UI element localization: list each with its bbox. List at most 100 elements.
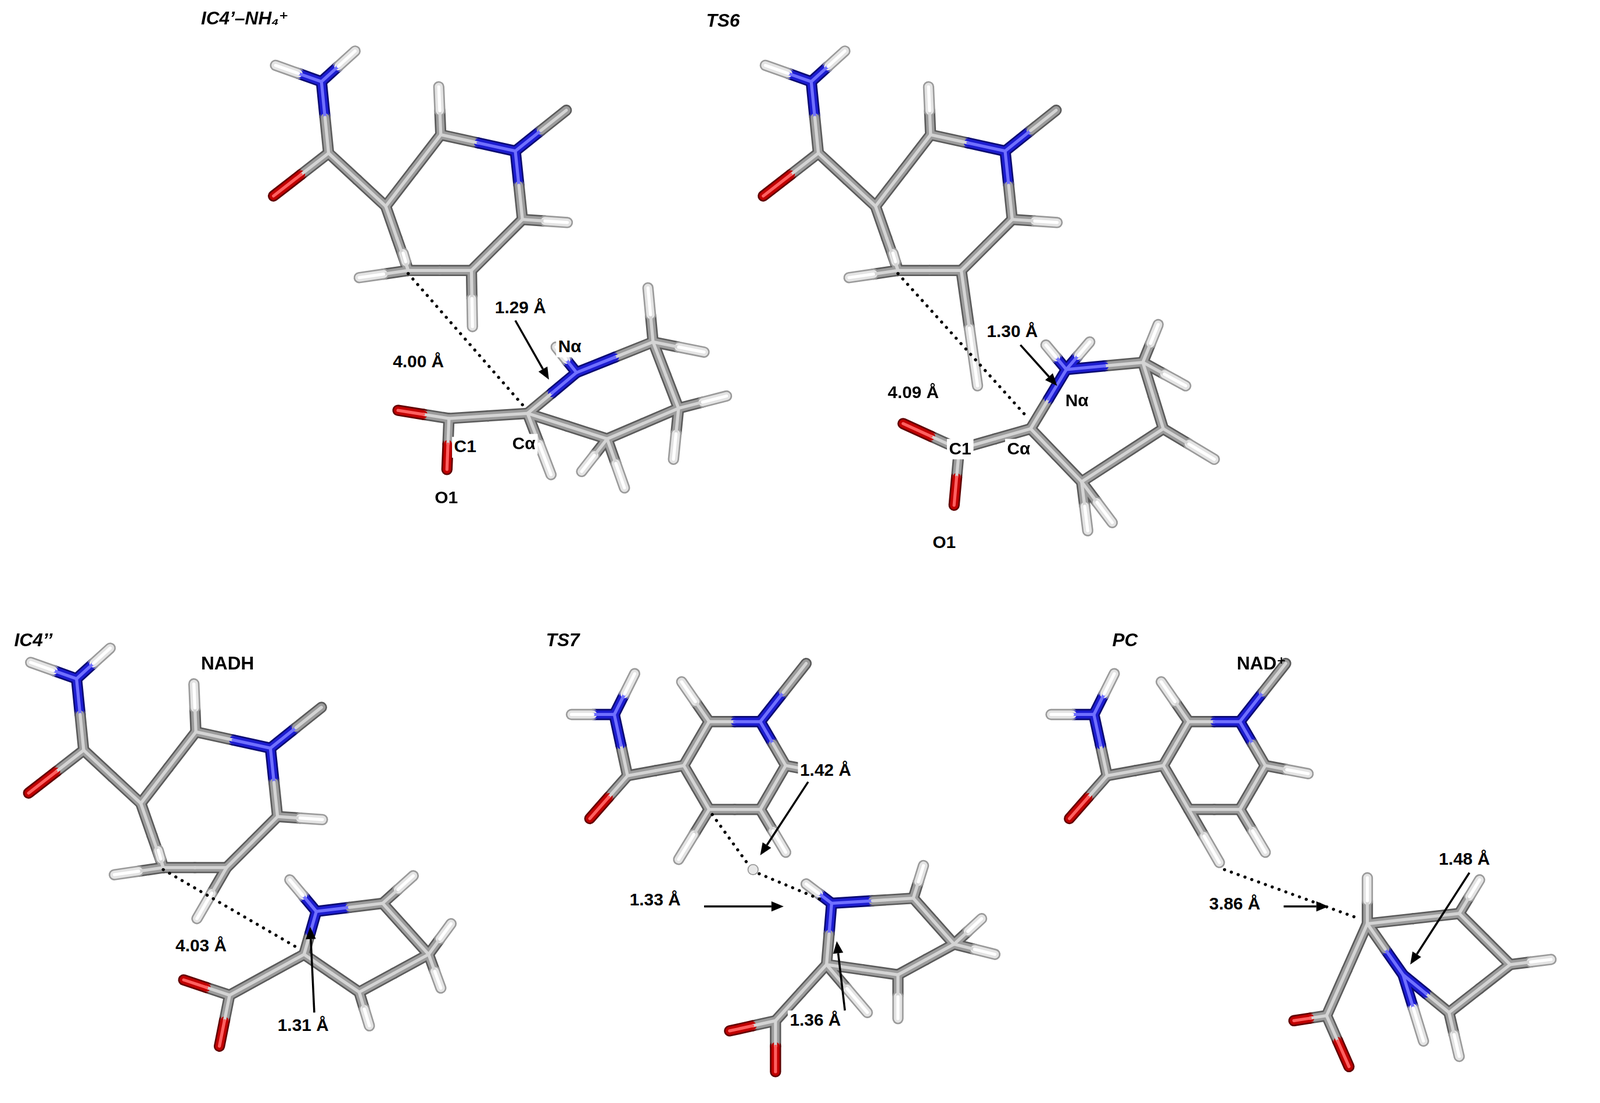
- bond-stick: [275, 65, 299, 74]
- bond-stick: [359, 973, 394, 992]
- bond-stick: [615, 463, 625, 488]
- bond-stick: [1045, 345, 1057, 358]
- bond-stick: [1265, 765, 1287, 770]
- bond-stick: [515, 130, 541, 152]
- bond-stick: [614, 341, 654, 357]
- bond-stick: [224, 994, 230, 1021]
- bond-stick: [544, 220, 568, 223]
- bond-stick: [1093, 693, 1105, 715]
- bond-stick: [359, 274, 384, 278]
- bond-stick: [321, 81, 325, 118]
- leader-line: [1416, 872, 1470, 954]
- bond-stick: [405, 928, 429, 954]
- bond-stick: [138, 867, 164, 871]
- bond-stick: [1239, 692, 1264, 722]
- bond-stick: [1346, 923, 1368, 970]
- bond-stick: [1426, 993, 1450, 1013]
- bond-stick: [1056, 357, 1067, 370]
- bond-stick: [967, 142, 1006, 152]
- bond-stick: [683, 765, 697, 788]
- bond-stick: [496, 219, 523, 246]
- arrow-head: [1316, 901, 1329, 912]
- distance-line: [712, 814, 749, 866]
- bond-stick: [163, 863, 195, 872]
- bond-stick: [772, 765, 786, 788]
- bond-stick: [428, 953, 436, 971]
- bond-stick: [324, 117, 329, 153]
- bond-stick: [1012, 219, 1035, 222]
- bond-stick: [969, 328, 978, 386]
- bond-stick: [300, 152, 329, 175]
- bond-stick: [1012, 219, 1035, 222]
- bond-stick: [439, 923, 451, 939]
- bond-stick: [1365, 900, 1369, 924]
- bond-stick: [397, 410, 424, 415]
- bond-stick: [589, 797, 609, 819]
- bond-stick: [1034, 220, 1058, 223]
- bond-stick: [673, 433, 676, 459]
- bond-stick: [902, 423, 931, 437]
- bond-stick: [1150, 324, 1158, 344]
- bond-stick: [1175, 787, 1189, 810]
- bond-stick: [446, 443, 448, 470]
- bond-stick: [818, 152, 848, 180]
- bond-stick: [627, 770, 656, 776]
- bond-stick: [382, 889, 398, 904]
- bond-stick: [1385, 948, 1404, 975]
- bond-stick: [1337, 1041, 1350, 1067]
- bond-stick: [1346, 923, 1368, 970]
- bond-stick: [862, 969, 898, 975]
- bond-stick: [1413, 1007, 1424, 1041]
- bond-stick: [364, 1008, 370, 1026]
- bond-stick: [1188, 715, 1215, 727]
- bond-stick: [1175, 721, 1189, 744]
- bond-stick: [1204, 835, 1220, 863]
- bond-stick: [1072, 708, 1094, 720]
- bond-stick: [847, 179, 876, 207]
- bond-stick: [440, 134, 479, 143]
- bond-stick: [902, 134, 931, 171]
- bond-stick: [928, 86, 930, 111]
- bond-stick: [594, 438, 608, 455]
- bond-stick: [1088, 775, 1107, 798]
- bond-stick: [1239, 721, 1253, 744]
- bond-stick: [527, 392, 552, 414]
- bond-stick: [1104, 362, 1143, 367]
- bond-stick: [540, 110, 567, 131]
- bond-stick: [702, 395, 727, 403]
- bond-stick: [1135, 765, 1164, 771]
- bond-stick: [875, 170, 903, 206]
- bond-stick: [902, 134, 931, 171]
- bond-stick: [349, 902, 383, 907]
- bond-stick: [1252, 830, 1266, 853]
- bond-stick: [1367, 918, 1414, 924]
- distance-label: C1: [451, 436, 479, 457]
- bond-stick: [790, 152, 819, 175]
- bond-stick: [614, 341, 654, 357]
- bond-stick: [1164, 374, 1186, 386]
- bond-stick: [413, 134, 441, 171]
- bond-stick: [898, 959, 927, 975]
- bond-stick: [772, 743, 786, 766]
- bond-stick: [273, 174, 301, 196]
- bond-stick: [614, 714, 621, 745]
- bond-stick: [621, 744, 628, 776]
- bond-stick: [1174, 701, 1189, 722]
- bond-stick: [571, 708, 594, 720]
- bond-stick: [678, 834, 694, 860]
- bond-stick: [702, 395, 727, 403]
- bond-stick: [328, 152, 358, 180]
- bond-stick: [1239, 787, 1253, 810]
- bond-stick: [1448, 988, 1480, 1013]
- distance-label: 4.03 Å: [173, 935, 229, 956]
- bond-stick: [1454, 1034, 1460, 1057]
- bond-stick: [647, 287, 651, 315]
- bond-stick: [873, 270, 898, 274]
- bond-stick: [1008, 185, 1013, 220]
- bond-stick: [112, 776, 141, 804]
- bond-stick: [806, 883, 820, 894]
- bond-stick: [592, 708, 615, 720]
- bond-stick: [709, 807, 735, 811]
- bond-stick: [252, 816, 278, 842]
- bond-stick: [1072, 709, 1094, 719]
